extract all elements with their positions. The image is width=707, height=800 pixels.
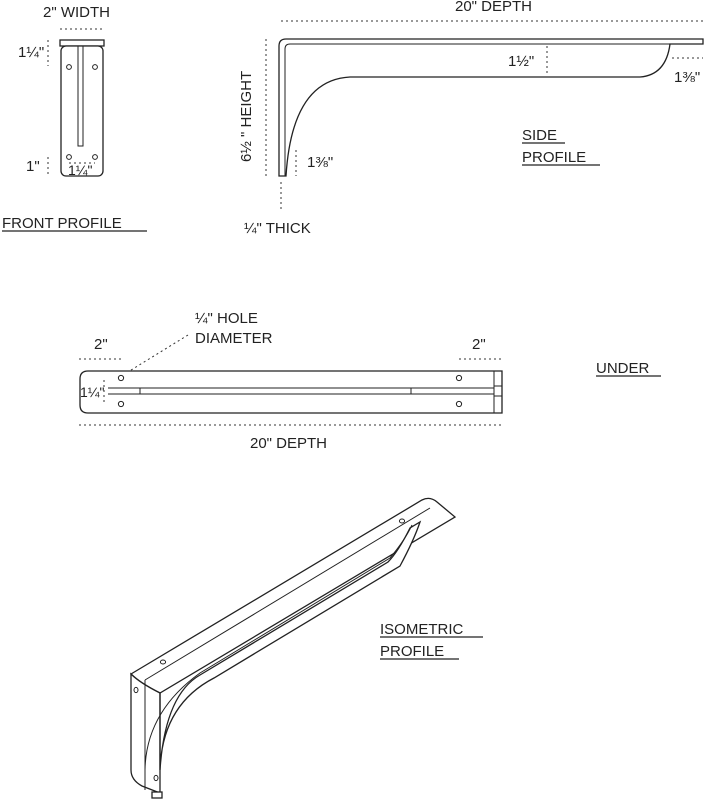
under-hole-label-line2: DIAMETER	[195, 330, 273, 347]
under-hole-spacing-label: 1¼"	[80, 384, 104, 400]
front-bottom-hole-label: 1"	[26, 158, 40, 175]
front-profile-view: 2" WIDTH 1¼" 1" 1¼" FRONT PROFILE	[2, 4, 147, 232]
side-bracket-outline	[278, 38, 704, 177]
front-width-label: 2" WIDTH	[43, 4, 110, 21]
side-profile-title-line1: SIDE	[522, 127, 557, 144]
under-hole-right-bottom	[455, 400, 463, 408]
front-hole-bottom-right	[92, 154, 98, 160]
side-thickness-label: ¼" THICK	[244, 220, 311, 237]
side-foot-label: 1⅜"	[307, 154, 333, 171]
iso-hole-back-bottom	[153, 774, 159, 782]
side-tip-label: 1⅜"	[674, 69, 700, 86]
iso-foot	[151, 791, 163, 799]
iso-top-plate	[129, 497, 457, 694]
iso-title-line2: PROFILE	[380, 643, 444, 660]
iso-hole-plate-far	[398, 518, 406, 524]
front-hole-top-left	[66, 64, 72, 70]
iso-web-edge	[144, 524, 413, 771]
under-hole-left-top	[117, 374, 125, 382]
under-bracket-plate	[79, 370, 503, 414]
side-depth-label: 20" DEPTH	[455, 0, 532, 15]
front-hole-spacing-label: 1¼"	[68, 162, 92, 178]
isometric-view: ISOMETRIC PROFILE	[129, 497, 483, 799]
side-height-label: 6½ " HEIGHT	[238, 71, 255, 162]
iso-hole-plate-near	[159, 659, 167, 665]
side-profile-title-line2: PROFILE	[522, 149, 586, 166]
under-hole-label-line1: ¼" HOLE	[195, 310, 258, 327]
under-title: UNDER	[596, 360, 650, 377]
iso-hole-back-top	[133, 686, 139, 694]
under-hole-left-bottom	[117, 400, 125, 408]
side-arm-height-label: 1½"	[508, 53, 534, 70]
under-right-offset-label: 2"	[472, 336, 486, 353]
under-depth-label: 20" DEPTH	[250, 435, 327, 452]
iso-title-line1: ISOMETRIC	[380, 621, 464, 638]
front-center-web	[77, 45, 84, 147]
front-top-hole-label: 1¼"	[18, 44, 44, 61]
side-profile-view: 20" DEPTH 6½ " HEIGHT 1½" 1⅜" 1⅜" ¼" THI…	[238, 0, 704, 237]
front-hole-top-right	[92, 64, 98, 70]
iso-plate-edge	[144, 507, 431, 681]
under-hole-leader	[122, 334, 189, 376]
front-hole-bottom-left	[66, 154, 72, 160]
front-top-cap	[59, 39, 105, 47]
under-hole-right-top	[455, 374, 463, 382]
iso-curved-web	[159, 520, 422, 771]
under-view: ¼" HOLE DIAMETER 2" 2" 1¼" 20" DEPTH UND…	[79, 310, 661, 452]
front-profile-title: FRONT PROFILE	[2, 215, 122, 232]
under-left-offset-label: 2"	[94, 336, 108, 353]
side-inner-flange-line	[284, 43, 670, 176]
under-end-tab	[493, 385, 503, 397]
